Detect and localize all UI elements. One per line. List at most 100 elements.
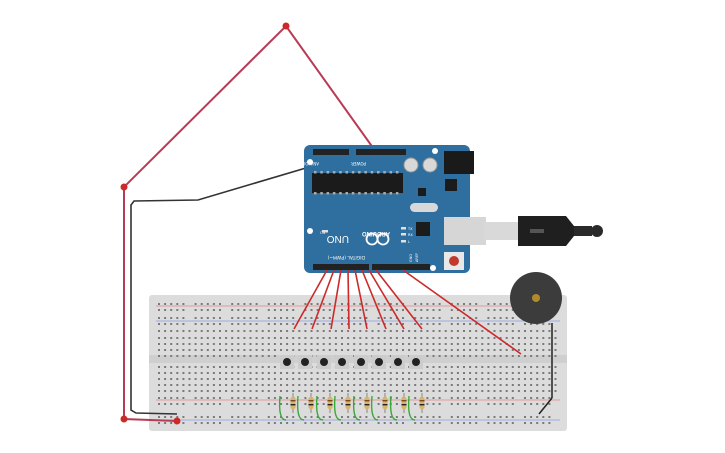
strip-hole (511, 384, 514, 386)
strip-hole (499, 330, 502, 332)
arduino-uno-board[interactable]: ARDUINO UNO DIGITAL (PWM~) POWER ANALOG … (297, 145, 486, 273)
wire-ground-green[interactable] (278, 395, 287, 421)
rail-hole (200, 303, 203, 305)
rail-hole (273, 403, 276, 405)
wire-ground-green[interactable] (296, 395, 305, 421)
pushbutton-cap[interactable] (301, 358, 309, 366)
rail-hole (469, 403, 472, 405)
pushbutton-cap[interactable] (320, 358, 328, 366)
mount-hole-1 (307, 159, 313, 165)
header-analog-top (313, 149, 349, 155)
pushbutton[interactable] (409, 355, 423, 369)
rail-hole (530, 422, 533, 424)
reset-button-cap[interactable] (449, 256, 459, 266)
rail-hole (542, 422, 545, 424)
wire-ground-green[interactable] (352, 395, 361, 421)
strip-hole (463, 343, 465, 345)
pushbutton-cap[interactable] (375, 358, 383, 366)
capacitor-1 (403, 157, 419, 173)
rail-hole (377, 422, 380, 424)
rail-hole (273, 323, 276, 325)
wire-ground-green[interactable] (315, 395, 324, 421)
strip-hole (359, 378, 362, 380)
rail-hole (456, 416, 459, 418)
pushbutton[interactable] (391, 355, 405, 369)
strip-hole (456, 372, 459, 374)
pushbutton-cap[interactable] (338, 358, 346, 366)
pushbutton-cap[interactable] (412, 358, 420, 366)
wire-buzzer-signal[interactable] (402, 269, 522, 355)
strip-hole (438, 378, 441, 380)
usb-port[interactable] (444, 217, 486, 245)
strip-hole (395, 378, 398, 380)
rail-hole (414, 397, 417, 399)
rail-hole (511, 397, 514, 399)
strip-hole (280, 390, 282, 392)
strip-hole (347, 372, 350, 374)
strip-hole (292, 390, 295, 392)
rail-hole (182, 422, 185, 424)
pushbuttons[interactable] (280, 355, 423, 369)
strip-hole (463, 330, 465, 332)
rail-hole (231, 317, 234, 319)
rail-hole (249, 422, 252, 424)
strip-hole (237, 330, 240, 332)
wire-ground-green[interactable] (370, 395, 379, 421)
wire-joint-left-lower[interactable] (120, 415, 128, 423)
wire-signal[interactable] (293, 269, 328, 330)
rail-hole (243, 403, 246, 405)
wire-signal[interactable] (354, 269, 368, 330)
wire-ground-green[interactable] (407, 395, 416, 421)
pushbutton[interactable] (280, 355, 294, 369)
wire-signal[interactable] (368, 269, 405, 330)
rail-hole (530, 323, 533, 325)
chip-pin (332, 171, 336, 174)
strip-hole (420, 343, 423, 345)
wire-ground-green[interactable] (389, 395, 398, 421)
piezo-buzzer[interactable] (510, 272, 562, 415)
signal-wires[interactable] (293, 269, 423, 330)
strip-hole (334, 343, 337, 345)
wire-signal[interactable] (330, 269, 342, 330)
pushbutton-cap[interactable] (283, 358, 291, 366)
strip-hole (334, 378, 337, 380)
wire-ground-green[interactable] (333, 395, 342, 421)
rail-hole (450, 422, 453, 424)
strip-hole (420, 372, 423, 374)
strip-hole (219, 390, 221, 392)
wire-ground-black[interactable] (130, 164, 317, 415)
rail-hole (365, 422, 368, 424)
rail-hole (511, 309, 514, 311)
strip-hole (554, 390, 557, 392)
pushbutton[interactable] (298, 355, 312, 369)
strip-hole (158, 355, 160, 357)
strip-hole (261, 390, 264, 392)
rail-hole (176, 416, 179, 418)
wire-joint-rail[interactable] (173, 417, 181, 425)
pushbutton[interactable] (372, 355, 386, 369)
strip-hole (164, 355, 167, 357)
wire-signal[interactable] (361, 269, 387, 330)
wire-joint-left-upper[interactable] (120, 183, 128, 191)
pushbutton[interactable] (354, 355, 368, 369)
wire-signal[interactable] (347, 269, 350, 330)
chip-pin (395, 192, 399, 195)
rail-hole (432, 422, 435, 424)
wire-joint-top[interactable] (282, 22, 290, 30)
pushbutton-cap[interactable] (394, 358, 402, 366)
rail-hole (273, 416, 276, 418)
pushbutton-cap[interactable] (357, 358, 365, 366)
wire-signal[interactable] (375, 269, 423, 330)
rail-hole (322, 323, 325, 325)
usb-cable[interactable] (484, 216, 603, 246)
wire-signal[interactable] (311, 269, 335, 330)
strip-hole (249, 337, 252, 339)
strip-hole (444, 355, 447, 357)
rail-hole (359, 422, 362, 424)
power-jack[interactable] (444, 151, 474, 174)
strip-hole (383, 384, 386, 386)
strip-hole (438, 330, 441, 332)
pushbutton[interactable] (317, 355, 331, 369)
pushbutton[interactable] (335, 355, 349, 369)
